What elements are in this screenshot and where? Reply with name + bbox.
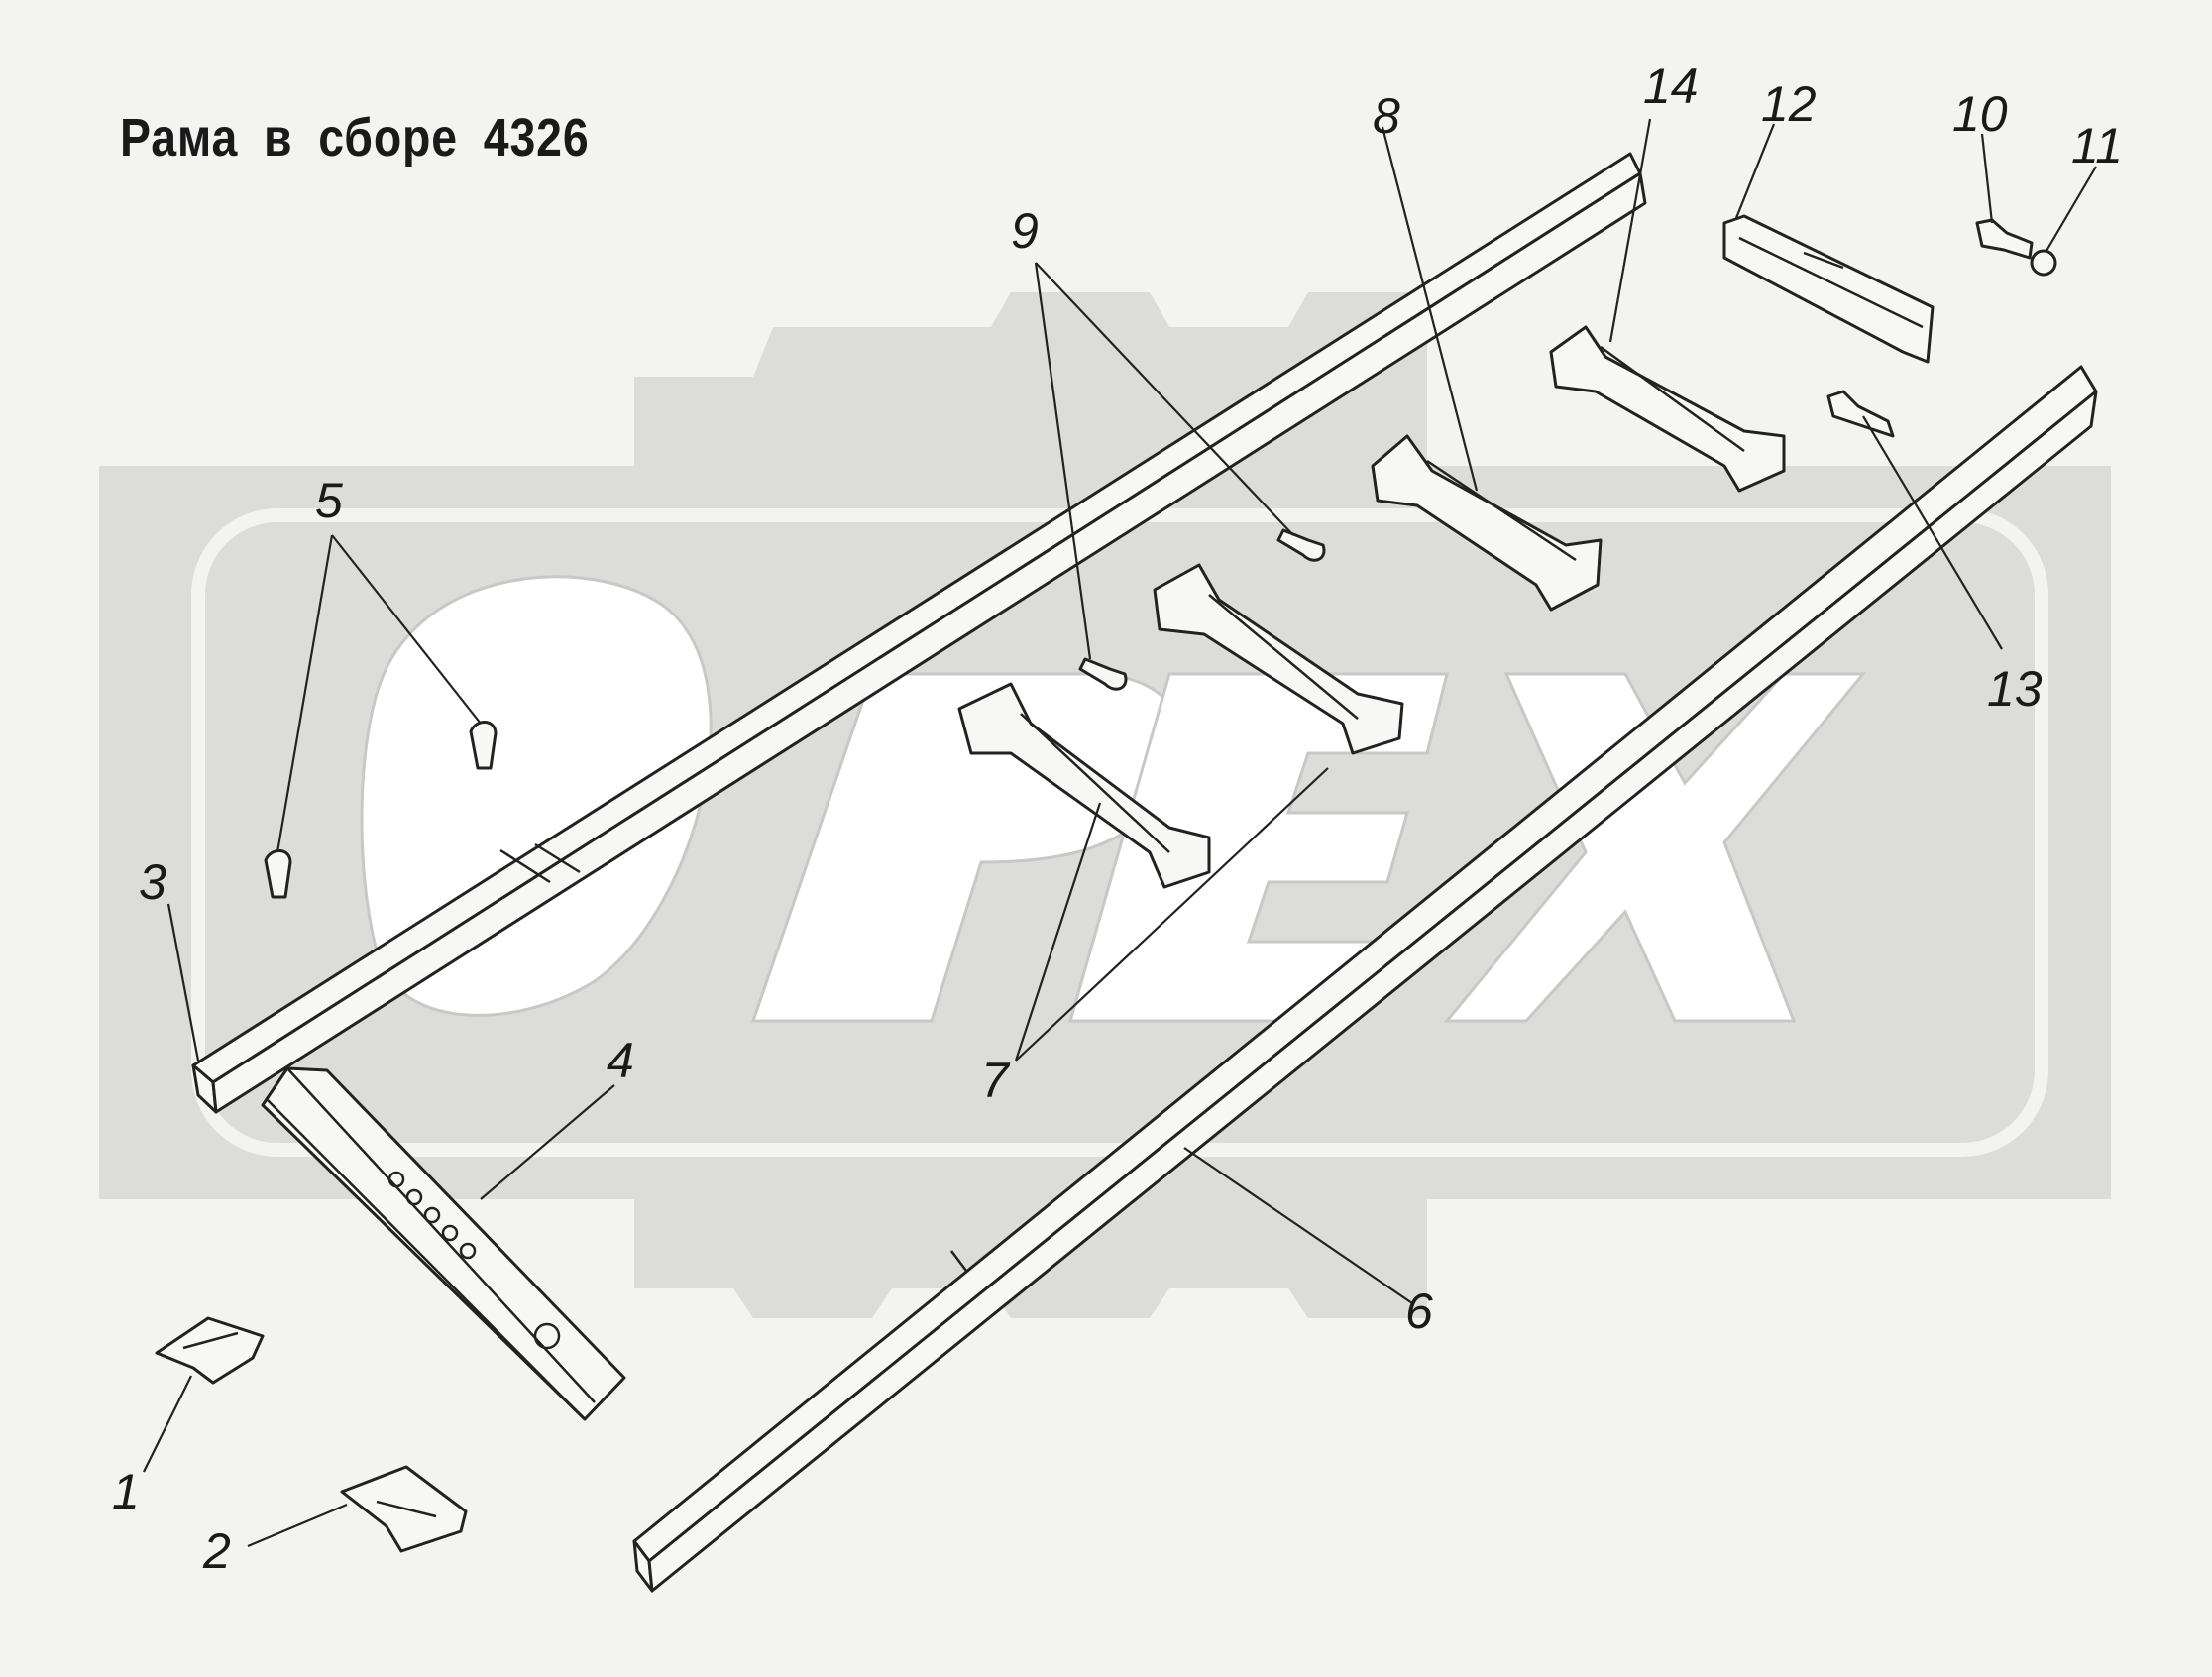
- leader-lines: [143, 118, 2097, 1548]
- callout-8: 8: [1373, 88, 1400, 144]
- leader-5b: [276, 534, 334, 853]
- part-7-cross-member-b: [1153, 563, 1404, 755]
- callout-5: 5: [315, 473, 343, 528]
- leader-6: [1183, 1147, 1413, 1304]
- part-12-rear-cross-member: [1722, 214, 1935, 364]
- part-6-right-side-rail: [632, 365, 2098, 1593]
- callout-1: 1: [112, 1464, 140, 1519]
- leader-12: [1734, 123, 1776, 219]
- leader-14: [1608, 118, 1652, 343]
- callout-2: 2: [203, 1523, 231, 1579]
- part-13-bolt: [1826, 390, 1895, 438]
- leader-9a: [1035, 262, 1294, 536]
- part-9-rivet-b: [1276, 528, 1326, 562]
- part-7-cross-member-a: [957, 682, 1211, 889]
- leader-4: [480, 1084, 615, 1200]
- leader-7b: [1015, 767, 1329, 1062]
- leader-13: [1862, 415, 2003, 650]
- part-3-left-side-rail: [191, 152, 1647, 1114]
- callout-9: 9: [1011, 203, 1039, 259]
- leader-9b: [1034, 262, 1092, 660]
- callout-6: 6: [1405, 1284, 1433, 1339]
- callout-7: 7: [981, 1053, 1009, 1108]
- leader-3: [166, 903, 200, 1062]
- part-14-cross-member: [1549, 325, 1786, 493]
- leader-1: [143, 1375, 192, 1473]
- part-2-bracket: [340, 1465, 468, 1553]
- callout-10: 10: [1952, 86, 2008, 142]
- callout-11: 11: [2071, 118, 2123, 173]
- part-5-rivet-b: [264, 849, 292, 899]
- callout-13: 13: [1987, 661, 2043, 717]
- part-1-bracket: [155, 1316, 265, 1385]
- callout-14: 14: [1643, 58, 1699, 114]
- callout-3: 3: [139, 854, 166, 910]
- leader-2: [247, 1503, 348, 1548]
- part-8-cross-member: [1371, 434, 1603, 612]
- callout-12: 12: [1761, 76, 1817, 132]
- part-4-front-cross-member: [261, 1066, 626, 1421]
- part-11-nut: [2030, 249, 2057, 277]
- leader-11: [2046, 166, 2097, 252]
- part-10-bolt: [1975, 218, 2034, 260]
- part-9-rivet-a: [1078, 657, 1128, 691]
- leader-5a: [331, 534, 482, 725]
- callout-4: 4: [607, 1033, 634, 1088]
- leader-8: [1381, 126, 1479, 492]
- part-5-rivet-a: [469, 721, 498, 770]
- leader-7a: [1014, 802, 1102, 1062]
- leader-10: [1980, 133, 1994, 224]
- diagram-title: Рама в сборе 4326: [120, 108, 590, 168]
